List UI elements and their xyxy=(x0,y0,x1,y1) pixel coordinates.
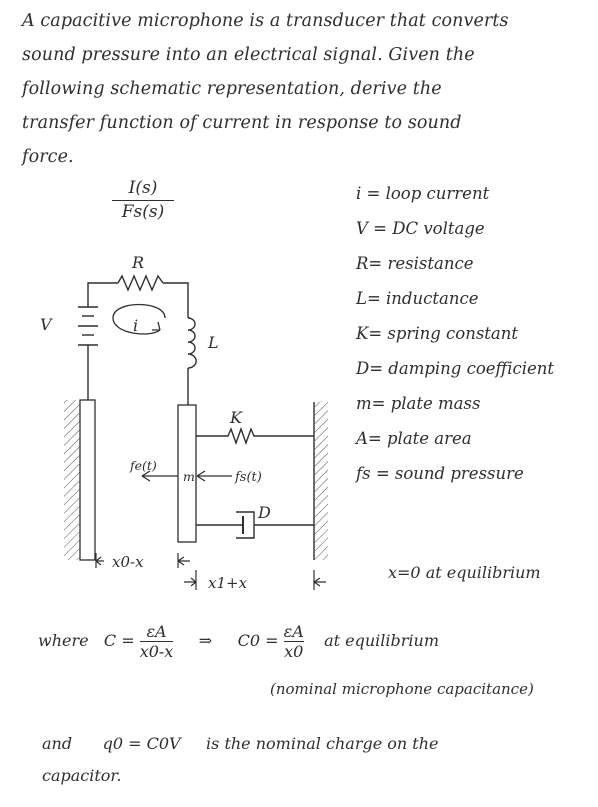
legend-item: L= inductance xyxy=(356,289,479,308)
c0-denominator: x0 xyxy=(283,641,304,661)
fixed-plate xyxy=(79,399,96,561)
tf-fraction-bar xyxy=(112,200,174,201)
inductor-symbol xyxy=(187,317,197,369)
legend-item: A= plate area xyxy=(356,429,472,448)
label-sound-force: fs(t) xyxy=(234,470,262,485)
electrostatic-force-arrow-icon xyxy=(141,470,178,482)
c-numerator: εA xyxy=(146,622,167,641)
label-resistor: R xyxy=(131,253,144,272)
and-word: and xyxy=(42,734,73,753)
circuit-wire-top xyxy=(163,282,189,318)
statement-line-1: A capacitive microphone is a transducer … xyxy=(22,11,509,31)
legend-item: i = loop current xyxy=(356,184,490,203)
statement-line-2: sound pressure into an electrical signal… xyxy=(22,45,475,65)
gap-right-dimension xyxy=(184,570,326,590)
label-mass: m xyxy=(183,469,195,484)
spring-symbol xyxy=(196,426,314,446)
label-gap-left: x0-x xyxy=(112,553,144,571)
current-arrow-icon xyxy=(112,303,166,335)
c0-note: at equilibrium xyxy=(324,631,440,650)
resistor-symbol xyxy=(117,274,164,292)
legend-item: fs = sound pressure xyxy=(356,464,524,483)
sound-force-arrow-icon xyxy=(196,470,232,482)
c-lhs: C = xyxy=(103,631,135,650)
damper-symbol xyxy=(196,511,314,539)
capacitance-equation: where C = εA x0-x ⇒ C0 = εA x0 at equili… xyxy=(38,622,439,661)
nominal-capacitance-note: (nominal microphone capacitance) xyxy=(270,680,534,698)
label-current: i xyxy=(133,316,138,335)
tf-numerator: I(s) xyxy=(128,178,158,198)
variable-legend: i = loop current V = DC voltage R= resis… xyxy=(356,176,554,491)
label-gap-right: x1+x xyxy=(208,574,248,592)
c0-lhs: C0 = xyxy=(237,631,279,650)
right-wall-hatching xyxy=(314,402,328,560)
statement-line-3: following schematic representation, deri… xyxy=(22,79,442,99)
charge-equation: q0 = C0V xyxy=(102,734,181,753)
c-fraction: εA x0-x xyxy=(139,622,174,661)
where-word: where xyxy=(38,631,89,650)
label-inductor: L xyxy=(207,333,219,352)
equilibrium-note: x=0 at equilibrium xyxy=(388,563,541,582)
statement-line-5: force. xyxy=(22,147,74,167)
transfer-function: I(s) Fs(s) xyxy=(112,178,174,222)
tf-denominator: Fs(s) xyxy=(121,202,165,222)
problem-statement: A capacitive microphone is a transducer … xyxy=(22,4,588,174)
implies-arrow-icon: ⇒ xyxy=(198,631,213,650)
label-spring: K xyxy=(229,408,243,427)
legend-item: V = DC voltage xyxy=(356,219,485,238)
legend-item: D= damping coefficient xyxy=(356,359,555,378)
c0-numerator: εA xyxy=(283,622,304,641)
label-electrostatic-force: fe(t) xyxy=(129,458,157,473)
c-denominator: x0-x xyxy=(139,641,174,661)
fixed-plate-hatching xyxy=(64,400,80,560)
battery-symbol xyxy=(78,306,98,346)
label-voltage: V xyxy=(40,315,53,334)
charge-description: is the nominal charge on the xyxy=(206,734,439,753)
c0-fraction: εA x0 xyxy=(283,622,304,661)
charge-description-end: capacitor. xyxy=(42,766,122,785)
statement-line-4: transfer function of current in response… xyxy=(22,113,462,133)
moving-plate xyxy=(177,404,197,543)
charge-statement: and q0 = C0V is the nominal charge on th… xyxy=(42,734,438,753)
legend-item: R= resistance xyxy=(356,254,474,273)
legend-item: m= plate mass xyxy=(356,394,481,413)
circuit-wire-left xyxy=(87,282,118,400)
label-damper: D xyxy=(257,503,271,522)
legend-item: K= spring constant xyxy=(356,324,519,343)
gap-left-dimension xyxy=(95,553,190,568)
